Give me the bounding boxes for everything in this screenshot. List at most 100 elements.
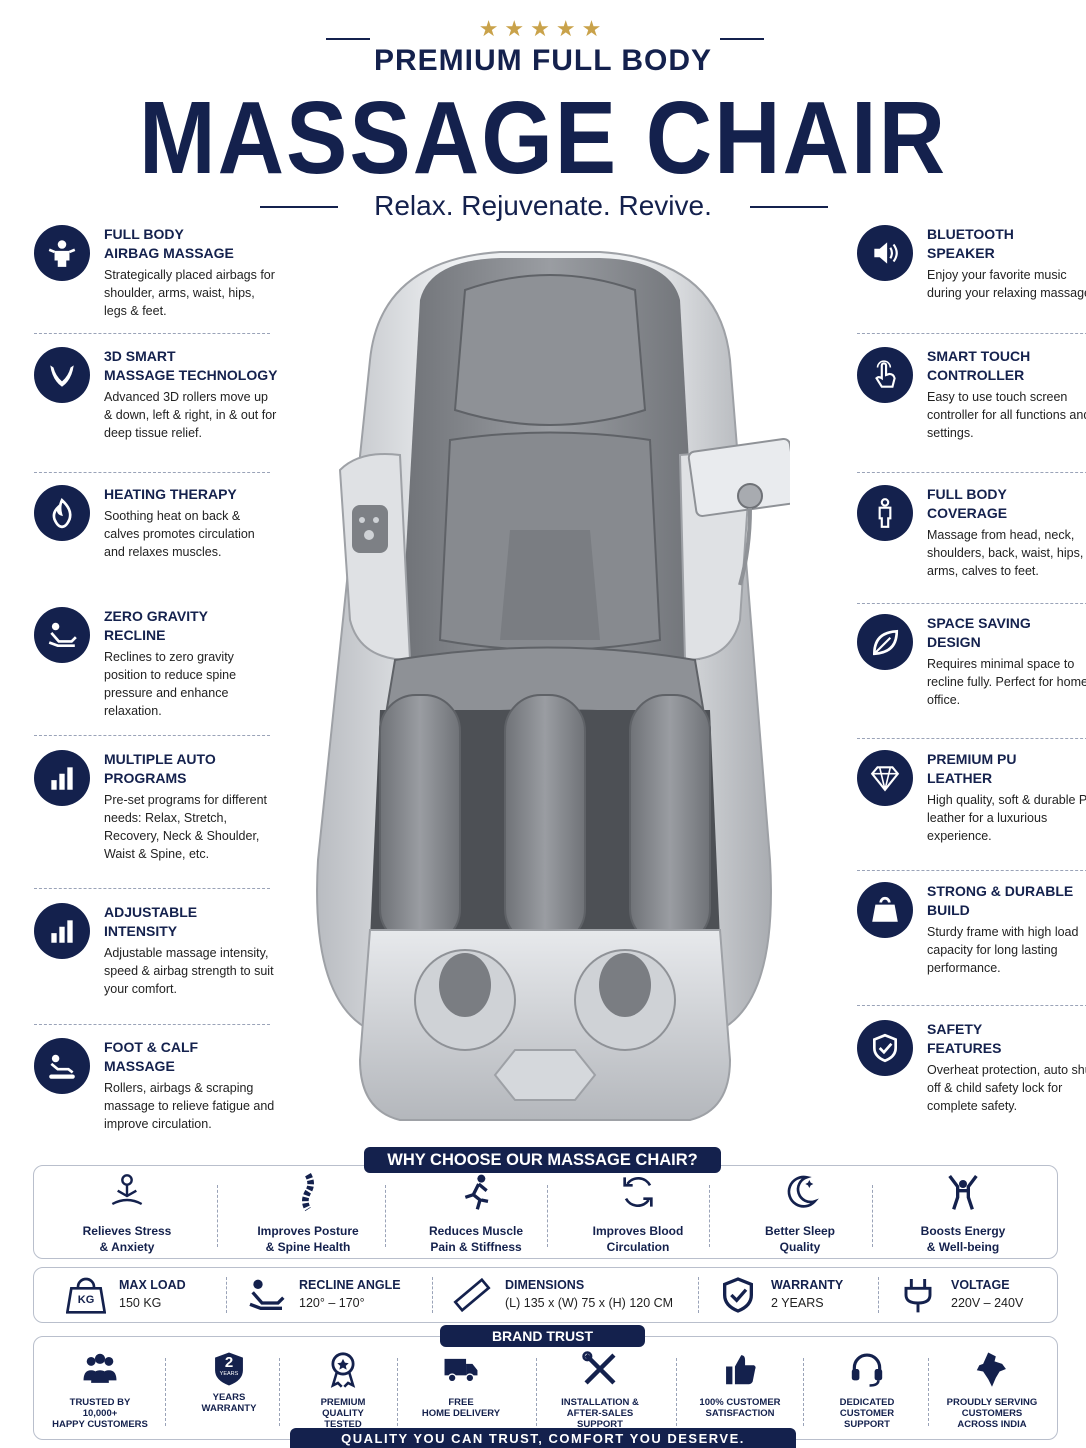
feature-description: Strategically placed airbags for shoulde… [104,268,275,318]
feature-description: Massage from head, neck, shoulders, back… [927,528,1084,578]
feature-title: MULTIPLE AUTO PROGRAMS [104,751,216,786]
trust-divider [676,1358,677,1426]
person-icon [34,225,90,281]
feature-title: STRONG & DURABLE BUILD [927,883,1074,918]
feature-divider [34,333,270,334]
feature-title: FULL BODY AIRBAG MASSAGE [104,226,234,261]
feature-divider [34,472,270,473]
feature-description: Pre-set programs for different needs: Re… [104,793,268,861]
tools-icon [540,1350,660,1393]
spec-divider [226,1277,227,1313]
runner-icon [401,1172,551,1217]
benefit-divider [709,1185,710,1247]
shield-check-icon [718,1275,758,1320]
benefit-label: Relieves Stress & Anxiety [82,1224,172,1254]
touch-icon [857,347,913,403]
trust-divider [803,1358,804,1426]
spec-value: (L) 135 x (W) 75 x (H) 120 CM [505,1296,674,1310]
plug-icon [898,1275,938,1320]
footer-slogan: QUALITY YOU CAN TRUST, COMFORT YOU DESER… [290,1428,796,1448]
spec-divider [432,1277,433,1313]
truck-icon [401,1350,521,1393]
benefit-item: Reduces Muscle Pain & Stiffness [401,1172,551,1255]
why-choose-heading: WHY CHOOSE OUR MASSAGE CHAIR? [364,1147,721,1173]
spec-item: VOLTAGE 220V – 240V [898,1270,1086,1320]
feature-divider [34,888,270,889]
benefit-item: Relieves Stress & Anxiety [52,1172,202,1255]
spec-value: 150 KG [119,1296,162,1310]
feature-description: Adjustable massage intensity, speed & ai… [104,946,274,996]
feature-title: 3D SMART MASSAGE TECHNOLOGY [104,348,278,383]
feature-description: Rollers, airbags & scraping massage to r… [104,1081,275,1131]
trust-item: INSTALLATION & AFTER-SALES SUPPORT [540,1350,660,1430]
trust-label: YEARS WARRANTY [201,1392,257,1414]
trust-item: FREE HOME DELIVERY [401,1350,521,1419]
header-divider [720,38,764,40]
headset-icon [807,1350,927,1393]
trust-divider [165,1358,166,1426]
page-title: MASSAGE CHAIR [138,81,948,196]
feature-title: SAFETY FEATURES [927,1021,1002,1056]
tagline-divider [750,206,828,208]
spec-value: 220V – 240V [951,1296,1024,1310]
benefit-item: Improves Posture & Spine Health [233,1172,383,1255]
massage-chair-image [316,251,790,1121]
medal-icon [283,1350,403,1393]
feature-title: FOOT & CALF MASSAGE [104,1039,199,1074]
spec-divider [698,1277,699,1313]
feature-divider [857,738,1086,739]
trust-divider [397,1358,398,1426]
benefit-item: Boosts Energy & Well-being [888,1172,1038,1255]
bar-chart-icon [34,750,90,806]
feature-divider [857,333,1086,334]
spec-title: DIMENSIONS [505,1278,585,1292]
benefit-divider [217,1185,218,1247]
feature-divider [857,870,1086,871]
recline-icon [246,1275,286,1320]
spec-item: RECLINE ANGLE 120° – 170° [246,1270,466,1320]
feature-description: Overheat protection, auto shut-off & chi… [927,1063,1086,1113]
benefit-label: Better Sleep Quality [764,1224,836,1254]
badge-number: 2 [224,1354,234,1371]
kg-icon-text: KG [77,1294,95,1306]
feature-description: Advanced 3D rollers move up & down, left… [104,390,277,440]
spec-item: KG MAX LOAD 150 KG [65,1270,286,1320]
trust-label: DEDICATED CUSTOMER SUPPORT [839,1397,895,1430]
spec-divider [878,1277,879,1313]
spec-title: RECLINE ANGLE [299,1278,401,1292]
hands-icon [34,347,90,403]
spec-value: 120° – 170° [299,1296,365,1310]
feature-divider [857,603,1086,604]
tagline-divider [260,206,338,208]
recline-icon [34,607,90,663]
benefit-divider [385,1185,386,1247]
trust-label: FREE HOME DELIVERY [421,1397,501,1419]
benefit-label: Improves Posture & Spine Health [257,1224,359,1254]
benefit-item: Better Sleep Quality [725,1172,875,1255]
specs-panel [33,1267,1058,1323]
trust-label: INSTALLATION & AFTER-SALES SUPPORT [561,1397,639,1430]
trust-label: 100% CUSTOMER SATISFACTION [699,1397,781,1419]
flame-icon [34,485,90,541]
feature-title: ZERO GRAVITY RECLINE [104,608,208,643]
speaker-icon [857,225,913,281]
page-subtitle: PREMIUM FULL BODY [373,44,713,77]
spec-title: VOLTAGE [951,1278,1010,1292]
trust-item: TRUSTED BY 10,000+ HAPPY CUSTOMERS [40,1350,160,1430]
ruler-icon [452,1275,492,1320]
trust-item: PROUDLY SERVING CUSTOMERS ACROSS INDIA [932,1350,1052,1430]
feature-description: High quality, soft & durable PU leather … [927,793,1086,843]
spec-title: WARRANTY [771,1278,844,1292]
bar-chart-icon [34,903,90,959]
spine-icon [233,1172,383,1217]
india-map-icon [932,1350,1052,1393]
benefit-divider [547,1185,548,1247]
feature-description: Reclines to zero gravity position to red… [104,650,237,718]
meditation-icon [52,1172,202,1217]
spec-title: MAX LOAD [119,1278,186,1292]
feature-title: PREMIUM PU LEATHER [927,751,1017,786]
feature-description: Soothing heat on back & calves promotes … [104,509,255,559]
feature-title: ADJUSTABLE INTENSITY [104,904,198,939]
